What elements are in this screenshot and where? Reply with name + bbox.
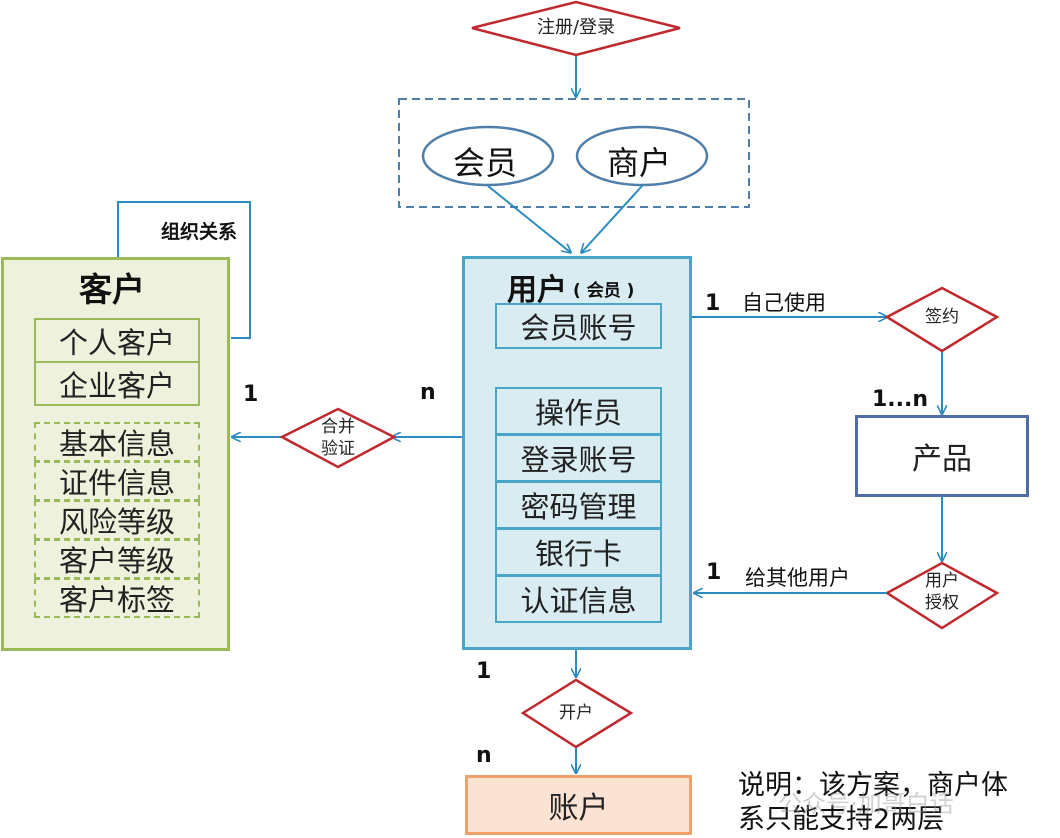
merchant-label: 商户 <box>607 144 672 182</box>
member-merchant-group <box>398 98 750 208</box>
org-relation-label: 组织关系 <box>161 221 238 243</box>
arrow-member-to-user <box>487 185 570 252</box>
member-ellipse <box>421 125 555 187</box>
user-item-password: 密码管理 <box>495 481 662 529</box>
open-account-label[interactable]: 开户 <box>559 703 593 723</box>
customer-title: 客户 <box>79 270 145 309</box>
merchant-ellipse <box>575 125 709 187</box>
user-title: 用户 <box>507 273 567 308</box>
arrow-merchant-to-user <box>582 185 643 252</box>
account-box[interactable]: 账户 <box>465 775 692 835</box>
user-title-suffix: ( 会员 ) <box>573 281 635 301</box>
authorize-diamond <box>884 561 1000 630</box>
sign-label[interactable]: 签约 <box>925 307 959 327</box>
authorize-line1[interactable]: 用户 <box>925 571 959 591</box>
customer-attr-basic: 基本信息 <box>34 422 200 462</box>
customer-attr-tags: 客户标签 <box>34 578 200 618</box>
user-box[interactable]: 用户 ( 会员 ) 会员账号 操作员 登录账号 密码管理 银行卡 认证信息 <box>462 256 692 650</box>
merge-verify-line2[interactable]: 验证 <box>321 439 355 459</box>
user-item-operator: 操作员 <box>495 387 662 435</box>
register-label[interactable]: 注册/登录 <box>536 17 616 38</box>
customer-attr-risk: 风险等级 <box>34 500 200 540</box>
customer-type-personal: 个人客户 <box>34 318 200 363</box>
sign-diamond <box>884 286 1000 353</box>
user-item-auth: 认证信息 <box>495 575 662 623</box>
merge-verify-diamond <box>279 407 397 469</box>
note-line2: 系只能支持2两层 <box>738 804 945 835</box>
merge-verify-line1[interactable]: 合并 <box>321 417 355 437</box>
cardinality-open-1: 1 <box>476 659 492 684</box>
note-line1: 说明：该方案，商户体 <box>738 770 1008 801</box>
self-use-label: 自己使用 <box>742 291 826 315</box>
register-diamond <box>471 0 681 57</box>
cardinality-give-others-1: 1 <box>706 560 722 585</box>
member-label: 会员 <box>453 144 518 182</box>
cardinality-self-use-1: 1 <box>705 291 721 316</box>
user-item-login: 登录账号 <box>495 434 662 482</box>
customer-attr-level: 客户等级 <box>34 539 200 579</box>
customer-type-enterprise: 企业客户 <box>34 361 200 406</box>
customer-box[interactable]: 客户 个人客户 企业客户 基本信息 证件信息 风险等级 客户等级 客户标签 <box>1 257 230 651</box>
cardinality-user-n: n <box>420 380 436 405</box>
watermark: 公众号·加哥白话 <box>778 790 954 818</box>
cardinality-product-1n: 1...n <box>872 387 929 412</box>
give-others-label: 给其他用户 <box>745 566 850 590</box>
org-relation-loop <box>117 201 251 339</box>
member-account: 会员账号 <box>495 303 662 349</box>
cardinality-open-n: n <box>476 743 492 768</box>
cardinality-customer-1: 1 <box>243 382 259 407</box>
open-account-diamond <box>520 678 634 749</box>
user-item-bankcard: 银行卡 <box>495 528 662 576</box>
authorize-line2[interactable]: 授权 <box>925 593 959 613</box>
customer-attr-id: 证件信息 <box>34 461 200 501</box>
product-box[interactable]: 产品 <box>855 415 1029 497</box>
